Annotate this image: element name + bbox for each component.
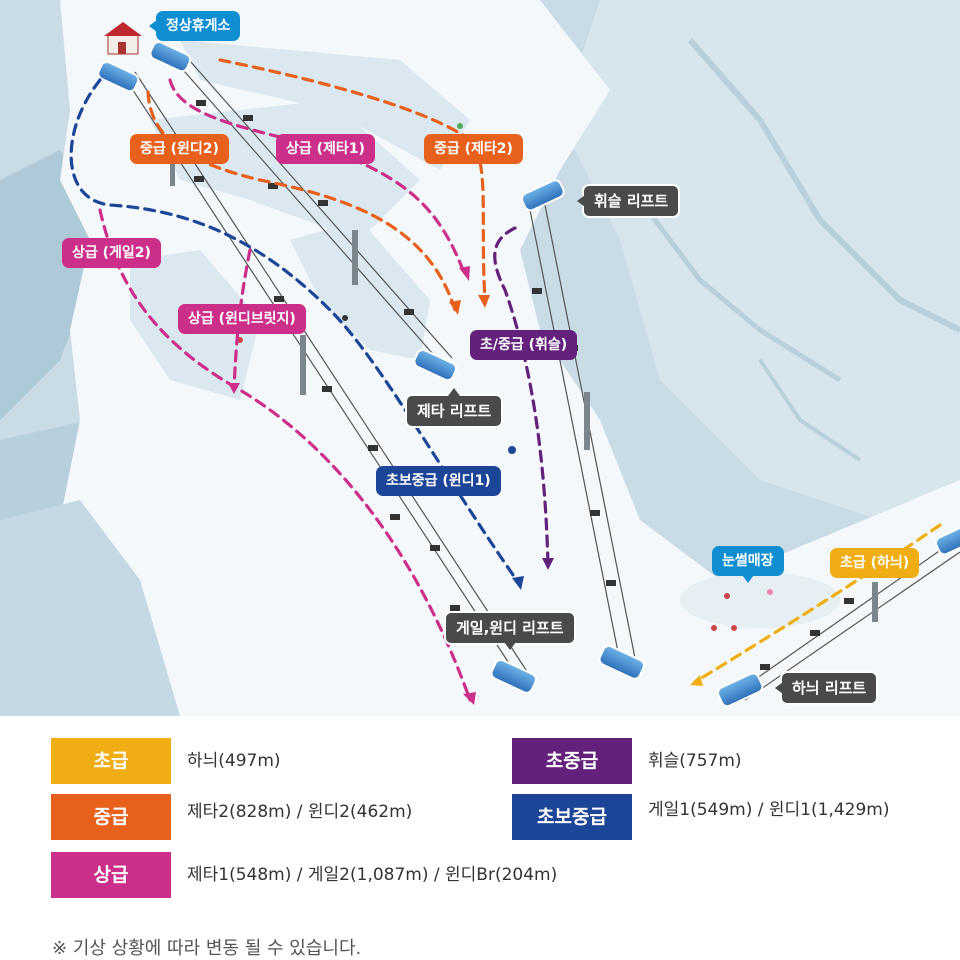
legend-badge-advanced: 상급	[51, 852, 171, 898]
station-whistle-top	[520, 179, 565, 212]
difficulty-legend: 초급 하늬(497m) 초중급 휘슬(757m) 중급 제타2(828m) / …	[0, 716, 960, 960]
cable-zeta-2	[181, 51, 453, 359]
cable-whistle-1	[529, 209, 621, 663]
arrow-zeta1	[459, 266, 470, 281]
terrain-ridge-right	[560, 0, 960, 520]
terrain-island-3	[290, 220, 430, 360]
route-gale2	[98, 208, 472, 702]
legend-badge-beginner: 초급	[51, 738, 171, 784]
rest-area-label: 정상휴게소	[148, 11, 241, 41]
tower-whistle	[584, 392, 590, 450]
legend-courses-beginner: 하늬(497m)	[187, 751, 281, 771]
legend-badge-intermediate: 중급	[51, 794, 171, 840]
slope-label-zeta2: 중급 (제타2)	[424, 134, 523, 164]
station-hani-bottom	[716, 672, 764, 708]
route-arrowheads	[228, 266, 703, 705]
terrain-crease-2	[638, 198, 842, 383]
arrow-gale2	[463, 692, 476, 705]
terrain-shadow-corner	[0, 500, 180, 716]
tower-zeta	[352, 230, 358, 285]
lift-label-whistle: 휘슬 리프트	[576, 184, 681, 218]
station-top-gale	[97, 60, 140, 93]
snow-sled-label: 눈썰매장	[712, 546, 784, 583]
slope-label-whistle: 초/중급 (휘슬)	[470, 330, 578, 360]
terrain-island-4	[180, 40, 470, 170]
arrow-windy-bridge	[228, 383, 240, 394]
legend-courses-novice-intermediate: 휘슬(757m)	[648, 751, 742, 771]
sled-area	[680, 572, 840, 628]
legend-courses-intermediate: 제타2(828m) / 윈디2(462m)	[187, 802, 413, 822]
terrain-crease-3	[758, 358, 862, 462]
arrow-zeta2	[478, 295, 490, 308]
tower-top	[170, 158, 175, 186]
arrow-windy1	[512, 576, 524, 590]
cable-hani-1	[739, 539, 956, 691]
station-top-zeta	[149, 40, 192, 73]
route-hani	[693, 523, 942, 684]
cable-gale-1	[124, 77, 521, 681]
arrow-hani	[690, 675, 703, 686]
arrow-whistle	[542, 558, 554, 570]
route-windy2	[146, 90, 457, 312]
lift-label-hani: 하늬 리프트	[774, 671, 879, 705]
skier-figures	[237, 123, 773, 631]
route-whistle	[493, 226, 550, 567]
ski-slope-map: 정상휴게소 중급 (윈디2) 상급 (제타1) 중급 (제타2) 상급 (게일2…	[0, 0, 960, 716]
lift-label-gale-windy: 게일,윈디 리프트	[444, 611, 576, 650]
station-gale-bottom	[490, 658, 537, 694]
terrain-crease-1	[687, 38, 960, 333]
lift-stations	[97, 40, 960, 708]
legend-badge-beginner-intermediate: 초보중급	[512, 794, 632, 840]
slope-label-zeta1: 상급 (제타1)	[276, 134, 375, 164]
rest-house-icon	[104, 22, 142, 55]
tower-gale	[300, 335, 306, 395]
arrow-windy2	[449, 300, 461, 315]
lift-label-zeta: 제타 리프트	[405, 388, 504, 428]
legend-courses-beginner-intermediate: 게일1(549m) / 윈디1(1,429m)	[648, 800, 890, 820]
slope-label-gale2: 상급 (게일2)	[62, 238, 161, 268]
slope-label-windy2: 중급 (윈디2)	[130, 134, 229, 164]
lift-towers	[170, 158, 878, 622]
slope-label-hani: 초급 (하늬)	[830, 548, 920, 578]
legend-badge-novice-intermediate: 초중급	[512, 738, 632, 784]
slope-label-windy1: 초보중급 (윈디1)	[376, 466, 501, 496]
cable-gale-2	[134, 71, 531, 677]
tower-hani	[872, 582, 878, 622]
legend-courses-advanced: 제타1(548m) / 게일2(1,087m) / 윈디Br(204m)	[187, 865, 558, 885]
slope-routes	[69, 58, 942, 702]
slope-label-windy-bridge: 상급 (윈디브릿지)	[178, 304, 306, 334]
route-windy1	[69, 78, 522, 587]
cable-zeta-1	[169, 54, 441, 363]
station-whistle-bottom	[598, 644, 645, 680]
weather-notice: ※ 기상 상황에 따라 변동 될 수 있습니다.	[52, 938, 362, 959]
station-zeta-bottom	[413, 348, 458, 382]
